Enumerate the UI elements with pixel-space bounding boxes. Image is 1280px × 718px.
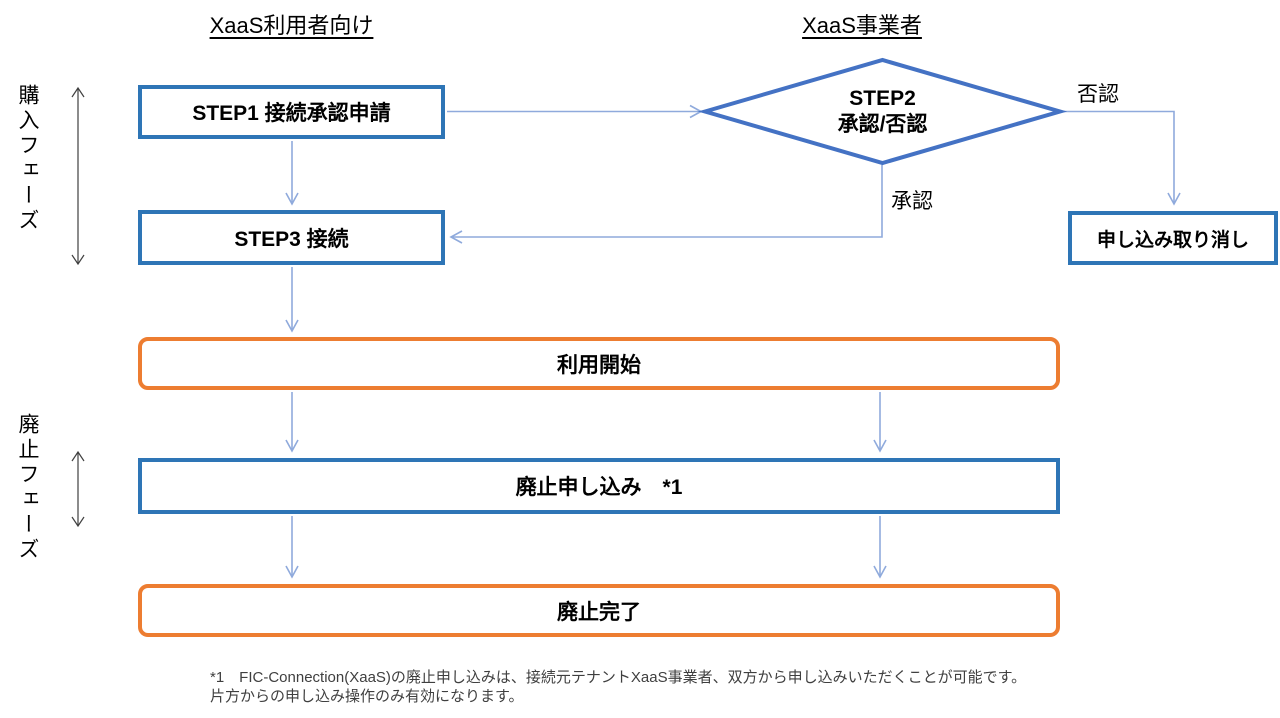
footnote-line1: *1 FIC-Connection(XaaS)の廃止申し込みは、接続元テナントX… [210,669,1027,686]
node-cancel: 申し込み取り消し [1068,211,1278,265]
node-step3: STEP3 接続 [138,210,445,265]
node-discontinue-request: 廃止申し込み *1 [138,458,1060,514]
footnote: *1 FIC-Connection(XaaS)の廃止申し込みは、接続元テナントX… [210,668,1026,706]
phase-label-purchase: 購入フェーズ [16,84,39,234]
node-step2-label: STEP2 承認/否認 [782,84,983,140]
phase-label-discontinue: 廃止フェーズ [16,413,39,563]
node-discontinue-complete: 廃止完了 [138,584,1060,637]
column-header-consumer: XaaS利用者向け [209,13,374,38]
edge-label-deny: 否認 [1077,83,1119,106]
edge-step2-cancel [1062,110,1181,206]
edge-label-approve: 承認 [891,190,933,213]
decision-diamond-shape [697,57,1068,166]
node-step2-line1: STEP2 [849,87,916,110]
edge-step2-step3 [449,165,883,244]
node-step2-line2: 承認/否認 [837,113,928,136]
footnote-line2: 片方からの申し込み操作のみ有効になります。 [210,688,524,705]
node-start-use: 利用開始 [138,337,1060,390]
node-step1: STEP1 接続承認申請 [138,85,445,139]
column-header-provider: XaaS事業者 [802,13,922,38]
